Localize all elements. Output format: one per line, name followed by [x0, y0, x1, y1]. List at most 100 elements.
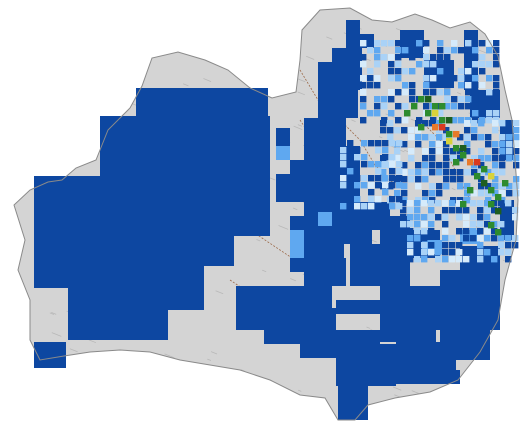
- fine-cell: [409, 82, 416, 89]
- relief-stroke: [238, 372, 246, 376]
- relief-stroke: [64, 166, 74, 171]
- medium-cell: [304, 118, 346, 146]
- relief-stroke: [4, 178, 11, 181]
- fine-cell: [400, 249, 407, 256]
- fine-cell: [450, 169, 457, 176]
- fine-cell: [456, 249, 463, 256]
- hotspot-cell: [453, 145, 460, 152]
- fine-cell: [421, 242, 428, 249]
- relief-stroke: [517, 270, 518, 276]
- fine-cell: [486, 117, 493, 124]
- fine-cell: [408, 148, 415, 155]
- relief-stroke: [394, 10, 401, 14]
- fine-cell: [465, 54, 472, 61]
- fine-cell: [442, 256, 449, 263]
- fine-cell: [401, 162, 408, 169]
- medium-cell: [290, 230, 304, 258]
- fine-cell: [395, 54, 402, 61]
- fine-cell: [506, 148, 513, 155]
- fine-cell: [340, 203, 347, 210]
- relief-stroke: [44, 89, 50, 92]
- fine-cell: [437, 110, 444, 117]
- fine-cell: [513, 141, 520, 148]
- relief-stroke: [4, 154, 11, 157]
- fine-cell: [456, 200, 463, 207]
- fine-cell: [478, 155, 485, 162]
- fine-cell: [389, 168, 396, 175]
- fine-cell: [451, 103, 458, 110]
- fine-cell: [486, 75, 493, 82]
- fine-cell: [380, 120, 387, 127]
- relief-stroke: [210, 351, 218, 355]
- relief-stroke: [260, 386, 269, 391]
- fine-cell: [506, 127, 513, 134]
- fine-cell: [430, 89, 437, 96]
- medium-cell: [440, 330, 490, 360]
- fine-cell: [486, 61, 493, 68]
- fine-cell: [478, 162, 485, 169]
- hotspot-cell: [481, 180, 488, 187]
- hotspot-cell: [467, 159, 474, 166]
- relief-stroke: [245, 402, 254, 407]
- relief-stroke: [298, 389, 302, 392]
- relief-stroke: [290, 278, 297, 282]
- fine-cell: [421, 214, 428, 221]
- fine-cell: [465, 40, 472, 47]
- fine-cell: [479, 61, 486, 68]
- fine-cell: [395, 47, 402, 54]
- relief-stroke: [517, 280, 518, 284]
- fine-cell: [408, 127, 415, 134]
- fine-cell: [436, 169, 443, 176]
- relief-stroke: [215, 290, 224, 295]
- fine-cell: [442, 249, 449, 256]
- fine-cell: [443, 162, 450, 169]
- fine-cell: [340, 154, 347, 161]
- fine-cell: [449, 207, 456, 214]
- fine-cell: [360, 54, 367, 61]
- relief-stroke: [203, 78, 212, 82]
- fine-cell: [394, 155, 401, 162]
- fine-cell: [394, 127, 401, 134]
- fine-cell: [471, 120, 478, 127]
- coarse-cell: [34, 266, 204, 288]
- relief-stroke: [52, 372, 58, 376]
- fine-cell: [347, 140, 354, 147]
- fine-cell: [463, 235, 470, 242]
- fine-cell: [470, 235, 477, 242]
- fine-cell: [415, 169, 422, 176]
- fine-cell: [380, 169, 387, 176]
- medium-cell: [380, 344, 396, 358]
- fine-cell: [471, 169, 478, 176]
- fine-cell: [396, 140, 403, 147]
- fine-cell: [436, 190, 443, 197]
- relief-stroke: [506, 395, 516, 400]
- relief-stroke: [411, 390, 419, 394]
- fine-cell: [423, 75, 430, 82]
- fine-cell: [394, 190, 401, 197]
- fine-cell: [421, 200, 428, 207]
- fine-cell: [512, 242, 519, 249]
- fine-cell: [421, 228, 428, 235]
- fine-cell: [450, 176, 457, 183]
- fine-cell: [505, 235, 512, 242]
- fine-cell: [499, 162, 506, 169]
- relief-stroke: [351, 119, 356, 122]
- fine-cell: [472, 110, 479, 117]
- fine-cell: [451, 40, 458, 47]
- fine-cell: [423, 103, 430, 110]
- relief-stroke: [26, 400, 37, 406]
- fine-cell: [470, 249, 477, 256]
- fine-cell: [421, 221, 428, 228]
- fine-cell: [443, 127, 450, 134]
- fine-cell: [492, 162, 499, 169]
- fine-cell: [380, 127, 387, 134]
- fine-cell: [382, 182, 389, 189]
- medium-cell: [420, 370, 460, 384]
- hotspot-cell: [488, 201, 495, 208]
- relief-stroke: [451, 188, 456, 191]
- fine-cell: [470, 221, 477, 228]
- fine-cell: [464, 148, 471, 155]
- fine-cell: [395, 89, 402, 96]
- fine-cell: [340, 161, 347, 168]
